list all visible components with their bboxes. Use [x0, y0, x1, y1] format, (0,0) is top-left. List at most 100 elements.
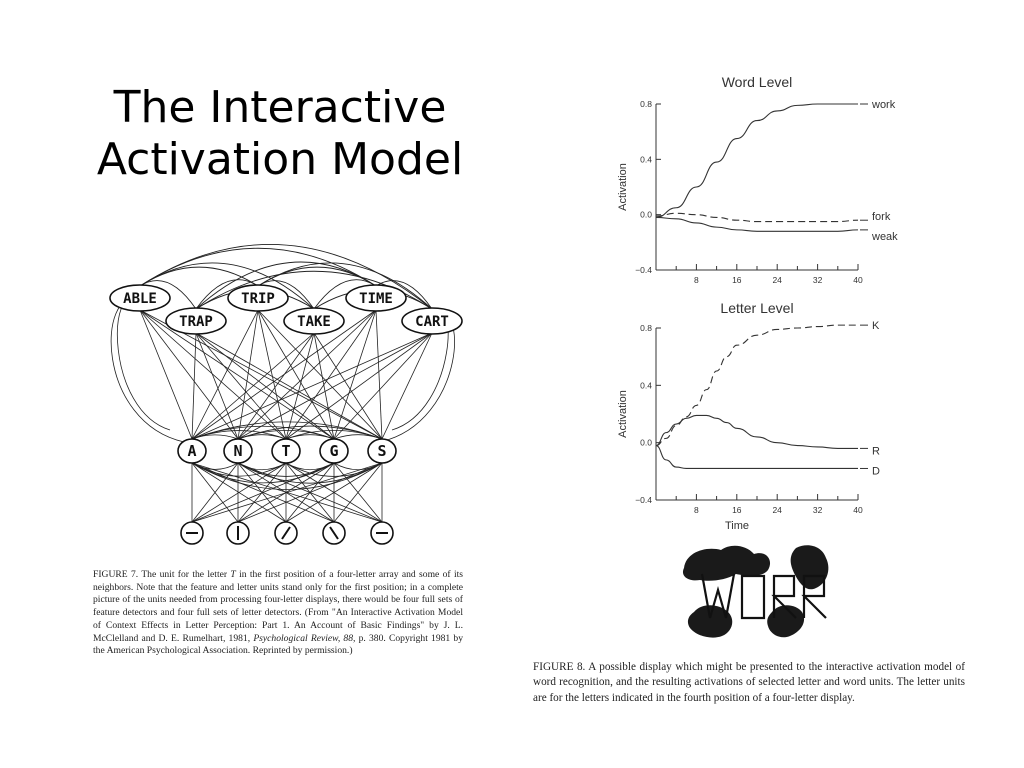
word-letter-connection — [139, 309, 287, 440]
word-unit-label: TIME — [359, 291, 393, 307]
word-unit: TAKE — [283, 307, 345, 335]
stimulus-letter-o — [740, 574, 766, 620]
feature-letter-connection — [191, 462, 287, 523]
word-letter-connection — [195, 332, 287, 440]
letter-unit-label: G — [329, 442, 338, 460]
series-line-work — [655, 103, 858, 218]
y-tick-label: −0.4 — [635, 265, 652, 275]
word-letter-connection — [191, 332, 315, 440]
vertical-bar-feature — [226, 521, 250, 545]
x-tick-label: 40 — [853, 505, 863, 515]
x-axis-label: Time — [725, 520, 749, 532]
word-letter-connection — [237, 332, 433, 440]
x-tick-label: 8 — [694, 275, 699, 285]
horizontal-bar-feature — [370, 521, 394, 545]
letter-unit-label: A — [187, 442, 196, 460]
word-unit-label: TAKE — [297, 314, 331, 330]
word-word-connection — [139, 247, 377, 287]
stimulus-letter-w — [700, 573, 736, 619]
slide-title-line-2: Activation Model — [96, 134, 464, 185]
word-letter-connection — [313, 332, 383, 440]
word-letter-connection — [191, 332, 197, 440]
word-unit-label: TRAP — [179, 314, 213, 330]
y-tick-label: 0.4 — [640, 154, 652, 164]
word-letter-connection — [257, 309, 287, 440]
word-word-connection — [257, 262, 433, 310]
word-unit: TRIP — [227, 284, 289, 312]
word-word-connection — [313, 279, 377, 310]
series-line-r — [655, 414, 858, 449]
feature-letter-connection — [285, 462, 383, 523]
chart-title: Word Level — [722, 74, 793, 90]
x-tick-label: 32 — [813, 505, 823, 515]
word-letter-connection — [139, 309, 335, 440]
slide-title-line-1: The Interactive — [113, 82, 447, 133]
word-letter-connection — [333, 309, 377, 440]
word-letter-connection — [191, 332, 433, 440]
word-word-connection — [375, 280, 433, 310]
series-line-weak — [655, 216, 859, 232]
x-tick-label: 16 — [732, 275, 742, 285]
ink-blot — [767, 605, 805, 638]
stimulus-letter-k-or-r — [801, 574, 827, 619]
feature-letter-connection — [191, 462, 383, 523]
letter-letter-connection — [191, 462, 383, 490]
chart-title: Letter Level — [720, 300, 793, 316]
word-unit: TRAP — [165, 307, 227, 335]
word-letter-connection — [375, 309, 383, 440]
letter-unit: T — [271, 438, 301, 464]
right-slant-feature — [274, 521, 298, 545]
word-unit: CART — [401, 307, 463, 335]
feature-letter-connection — [333, 462, 383, 523]
y-axis-label: Activation — [617, 163, 629, 211]
series-label: fork — [872, 211, 891, 223]
figure-7-label: FIGURE 7. — [93, 569, 139, 580]
series-label: K — [872, 320, 880, 332]
word-letter-connection — [285, 332, 433, 440]
ink-blot — [687, 605, 733, 638]
word-letter-connection — [195, 332, 239, 440]
x-tick-label: 24 — [772, 275, 782, 285]
letter-unit-label: T — [281, 442, 290, 460]
x-tick-label: 16 — [732, 505, 742, 515]
network-connections — [110, 244, 455, 523]
series-label: R — [872, 445, 880, 457]
ink-blot — [682, 545, 771, 581]
letter-t: T — [230, 569, 236, 580]
y-tick-label: 0.0 — [640, 210, 652, 220]
y-tick-label: 0.8 — [640, 323, 652, 333]
word-letter-connection — [237, 309, 377, 440]
series-line-fork — [655, 212, 859, 223]
word-letter-connection — [333, 332, 433, 440]
letter-unit: A — [177, 438, 207, 464]
word-unit: TIME — [345, 284, 407, 312]
series-label: D — [872, 465, 880, 477]
figure-8-caption: FIGURE 8. A possible display which might… — [533, 661, 965, 704]
word-letter-connection — [381, 332, 433, 440]
letter-letter-connection — [191, 462, 287, 477]
word-letter-connection — [191, 309, 259, 440]
word-letter-connection — [195, 332, 383, 440]
word-letter-connection — [237, 332, 315, 440]
x-tick-label: 40 — [853, 275, 863, 285]
word-letter-connection — [139, 309, 239, 440]
word-word-connection — [139, 244, 433, 310]
y-tick-label: −0.4 — [635, 495, 652, 505]
word-letter-connection — [285, 332, 315, 440]
x-tick-label: 32 — [813, 275, 823, 285]
horizontal-bar-feature — [180, 521, 204, 545]
letter-unit-label: N — [233, 442, 242, 460]
word-unit-label: TRIP — [241, 291, 275, 307]
feature-letter-connection — [237, 462, 383, 523]
word-unit-label: CART — [415, 314, 449, 330]
word-letter-connection — [257, 309, 335, 440]
word-unit: ABLE — [109, 284, 171, 312]
word-letter-connection — [139, 309, 193, 440]
series-label: weak — [871, 231, 898, 243]
word-letter-connection — [379, 315, 455, 443]
word-letter-connection — [117, 295, 171, 431]
x-tick-label: 24 — [772, 505, 782, 515]
